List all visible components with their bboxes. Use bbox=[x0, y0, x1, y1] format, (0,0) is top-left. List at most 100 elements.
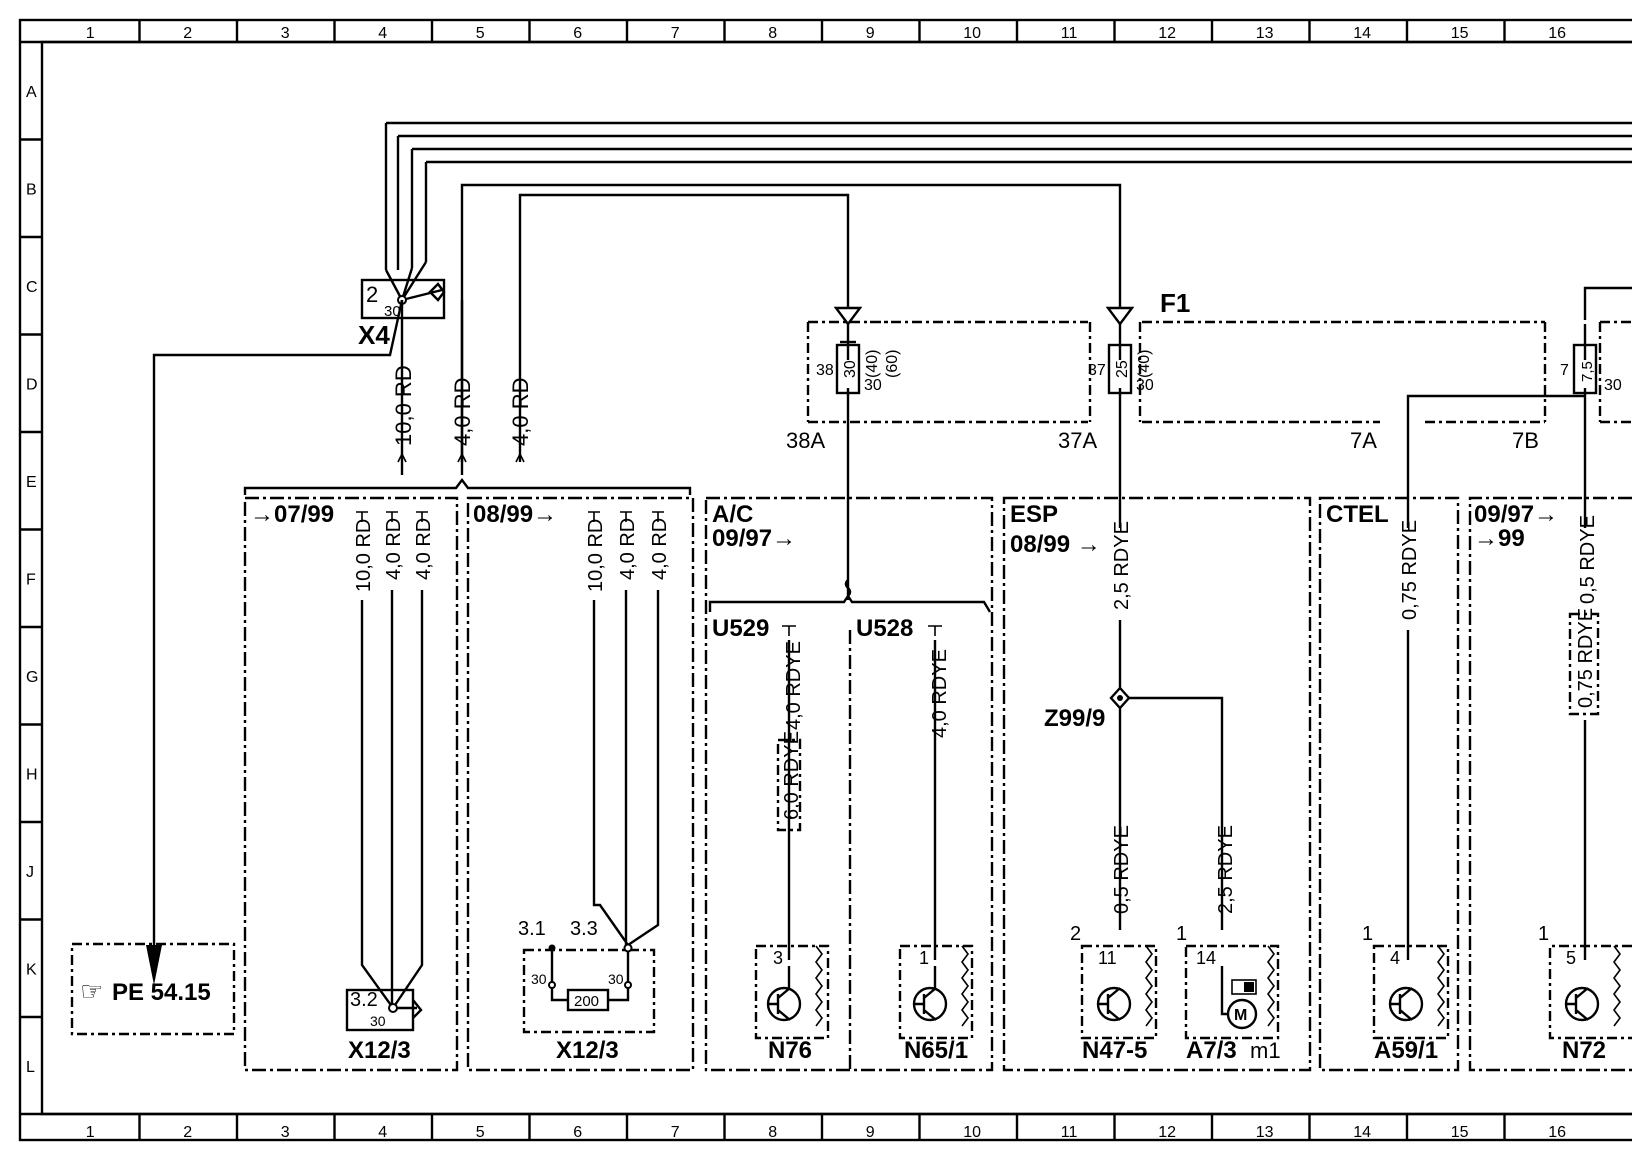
ac-branch-b: U528 bbox=[856, 615, 913, 642]
fuse-37-rating: 25 bbox=[1114, 360, 1131, 378]
column-label: 1 bbox=[86, 1124, 95, 1141]
ctel-component: A59/1 bbox=[1374, 1037, 1438, 1064]
x4-pin-label: 2 bbox=[366, 282, 378, 307]
row-label: E bbox=[26, 474, 37, 491]
s0997-wire: 0,5 RDYE bbox=[1577, 515, 1599, 604]
ctel-label: CTEL bbox=[1326, 501, 1389, 528]
column-label: 13 bbox=[1256, 25, 1274, 42]
column-label: 3 bbox=[281, 25, 290, 42]
esp-pin-b: 14 bbox=[1196, 948, 1216, 968]
row-label: J bbox=[26, 864, 34, 881]
column-label: 2 bbox=[183, 1124, 192, 1141]
x4-component-label: X4 bbox=[358, 320, 390, 350]
s0997-wire-alt: 0,75 RDYE bbox=[1575, 608, 1597, 708]
s0899-pin-a: 3.1 bbox=[518, 918, 546, 940]
s0799-term: 30 bbox=[370, 1013, 386, 1029]
f1-fuse-box: F1 38 30 (40) (60) 30 38A 37 25 (40) 30 … bbox=[786, 288, 1632, 600]
fuse-7-slot: 7 bbox=[1560, 362, 1569, 379]
s0899-term-a: 30 bbox=[531, 971, 547, 987]
s0899-resistor: 200 bbox=[574, 993, 599, 1010]
fuse-split-out: 7A bbox=[1350, 428, 1377, 453]
wire-label-4rd-a: 4,0 RD bbox=[450, 378, 475, 446]
ac-label: A/C bbox=[712, 501, 753, 528]
s0799-pin: 3.2 bbox=[350, 989, 378, 1011]
s0899-wire-2: 4,0 RD bbox=[617, 518, 639, 580]
frame bbox=[18, 18, 1632, 1142]
fuse-38-terminal: 30 bbox=[864, 377, 882, 394]
reference-box: ☞ PE 54.15 bbox=[70, 942, 236, 1036]
column-label: 13 bbox=[1256, 1124, 1274, 1141]
section-0899-label: 08/99→ bbox=[473, 501, 557, 528]
fuse-37-alt1: (40) bbox=[1136, 350, 1153, 378]
column-label: 5 bbox=[476, 1124, 485, 1141]
fuse-38-rating: 30 bbox=[842, 360, 859, 378]
esp-wire-b: 2,5 RDYE bbox=[1215, 825, 1237, 914]
ctel-wire: 0,75 RDYE bbox=[1399, 520, 1421, 620]
column-label: 16 bbox=[1548, 1124, 1566, 1141]
column-label: 14 bbox=[1353, 1124, 1371, 1141]
esp-ref-b: 1 bbox=[1176, 923, 1187, 945]
transistor-icon bbox=[1388, 945, 1445, 1027]
s0799-component: X12/3 bbox=[348, 1037, 411, 1064]
s0899-term-b: 30 bbox=[608, 971, 624, 987]
esp-label: ESP bbox=[1010, 501, 1058, 528]
fuse-37-out: 37A bbox=[1058, 428, 1097, 453]
column-label: 14 bbox=[1353, 25, 1371, 42]
column-label: 15 bbox=[1451, 25, 1469, 42]
section-ctel: CTEL 0,75 RDYE 1 4 A59/1 bbox=[1318, 496, 1460, 1072]
bus-wires bbox=[384, 121, 1632, 462]
ac-wire-a: 4,0 RDYE bbox=[783, 641, 805, 730]
column-label: 9 bbox=[866, 1124, 875, 1141]
esp-pin-a: 11 bbox=[1098, 948, 1117, 968]
row-label: F bbox=[26, 571, 36, 588]
row-label: B bbox=[26, 181, 37, 198]
fuse-7-rating: 7,5 bbox=[1579, 361, 1596, 382]
s0899-wire-3: 4,0 RD bbox=[649, 518, 671, 580]
column-label: 12 bbox=[1158, 1124, 1176, 1141]
s0997-label2: →99 bbox=[1474, 525, 1525, 552]
column-label: 7 bbox=[671, 25, 680, 42]
esp-date: 08/99 → bbox=[1010, 531, 1101, 558]
wire-label-4rd-b: 4,0 RD bbox=[508, 378, 533, 446]
column-ruler: 1122334455667788991010111112121313141415… bbox=[86, 20, 1566, 1141]
s0997-component: N72 bbox=[1562, 1037, 1606, 1064]
esp-splice: Z99/9 bbox=[1044, 705, 1105, 732]
esp-comp-a: N47-5 bbox=[1082, 1037, 1147, 1064]
s0799-wire-1: 10,0 RD bbox=[353, 519, 375, 592]
x4-wire-labels: 10,0 RD 4,0 RD 4,0 RD bbox=[391, 365, 533, 463]
reference-hand-icon: ☞ bbox=[80, 976, 103, 1006]
s0799-wire-3: 4,0 RD bbox=[413, 518, 435, 580]
fuse-38-out: 38A bbox=[786, 428, 825, 453]
section-0799: →07/99 10,0 RD 4,0 RD 4,0 RD 3.2 30 X12/… bbox=[243, 496, 459, 1072]
s0899-component: X12/3 bbox=[556, 1037, 619, 1064]
x4-terminal-label: 30 bbox=[384, 303, 401, 320]
ac-wire-b: 4,0 RDYE bbox=[929, 649, 951, 738]
column-label: 16 bbox=[1548, 25, 1566, 42]
ac-branch-a: U529 bbox=[712, 615, 769, 642]
column-label: 10 bbox=[963, 1124, 981, 1141]
ctel-pin: 4 bbox=[1390, 948, 1400, 968]
motor-icon: M bbox=[1220, 945, 1275, 1030]
s0997-label: 09/97→ bbox=[1474, 501, 1558, 528]
column-label: 10 bbox=[963, 25, 981, 42]
fuse-38-alt2: (60) bbox=[884, 350, 901, 378]
group-bracket bbox=[243, 478, 692, 495]
transistor-icon bbox=[1564, 945, 1621, 1027]
ac-pin-b: 1 bbox=[919, 948, 929, 968]
section-0899: 08/99→ 10,0 RD 4,0 RD 4,0 RD 200 3.1 3.3… bbox=[466, 496, 695, 1072]
esp-wire-a: 0,5 RDYE bbox=[1111, 825, 1133, 914]
column-label: 8 bbox=[768, 1124, 777, 1141]
esp-wire-in: 2,5 RDYE bbox=[1111, 521, 1133, 610]
svg-text:M: M bbox=[1234, 1007, 1247, 1024]
row-label: K bbox=[26, 961, 37, 978]
transistor-icon bbox=[912, 945, 969, 1027]
esp-comp-b: A7/3 bbox=[1186, 1037, 1237, 1064]
transistor-icon bbox=[1096, 945, 1153, 1027]
fuse-38-alt1: (40) bbox=[864, 350, 881, 378]
column-label: 4 bbox=[378, 1124, 387, 1141]
fuse-7-terminal: 30 bbox=[1604, 377, 1622, 394]
s0997-pin: 5 bbox=[1566, 948, 1576, 968]
row-label: D bbox=[26, 376, 38, 393]
column-label: 2 bbox=[183, 25, 192, 42]
